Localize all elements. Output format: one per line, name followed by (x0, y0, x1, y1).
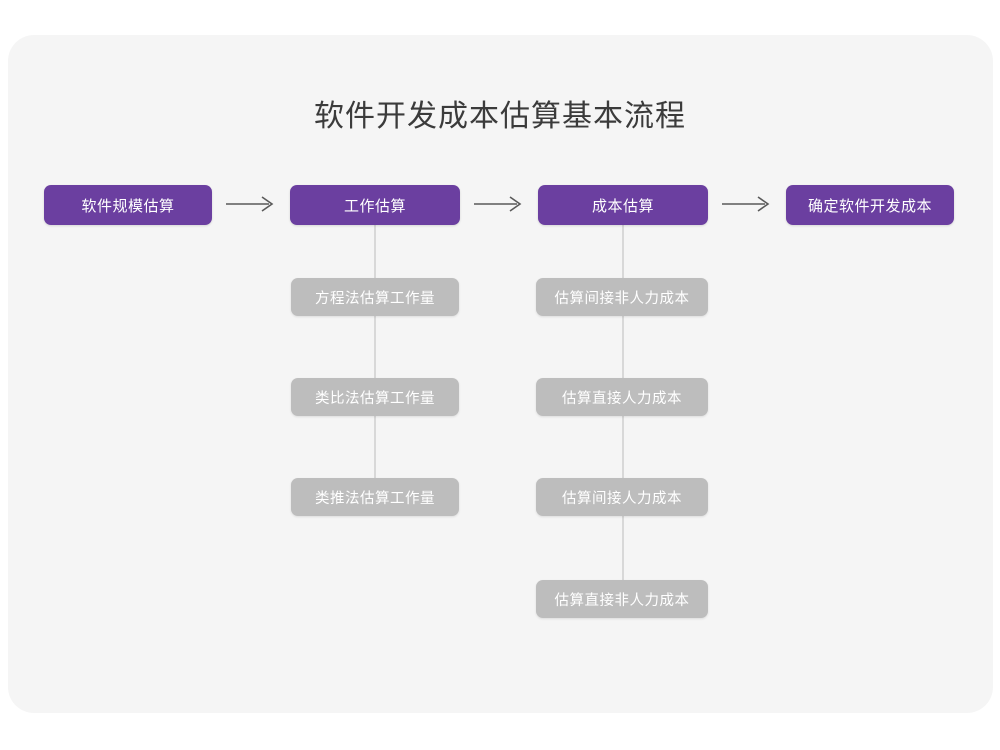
flow-substep-label: 类比法估算工作量 (315, 390, 435, 407)
flow-substep-label: 估算直接人力成本 (562, 390, 682, 407)
flow-step-label: 工作估算 (343, 197, 406, 215)
flow-substep-indirect-labor-cost[interactable]: 估算间接人力成本 (536, 478, 708, 516)
flow-step-label: 软件规模估算 (81, 197, 175, 215)
flow-substep-analogy-method-workload[interactable]: 类比法估算工作量 (291, 378, 459, 416)
connector-line-column-2 (374, 213, 376, 503)
page-title: 软件开发成本估算基本流程 (314, 100, 686, 133)
flow-substep-label: 估算间接人力成本 (562, 490, 682, 507)
arrow-right-icon-3 (720, 193, 774, 215)
flow-substep-direct-nonlabor-cost[interactable]: 估算直接非人力成本 (536, 580, 708, 618)
arrow-right-icon-2 (472, 193, 526, 215)
flow-substep-indirect-nonlabor-cost[interactable]: 估算间接非人力成本 (536, 278, 708, 316)
flow-step-software-size-estimation[interactable]: 软件规模估算 (44, 185, 212, 225)
flow-substep-equation-method-workload[interactable]: 方程法估算工作量 (291, 278, 459, 316)
flow-substep-inference-method-workload[interactable]: 类推法估算工作量 (291, 478, 459, 516)
flow-step-label: 确定软件开发成本 (807, 197, 932, 215)
flow-substep-label: 类推法估算工作量 (315, 490, 435, 507)
flow-step-determine-development-cost[interactable]: 确定软件开发成本 (786, 185, 954, 225)
flow-substep-label: 估算直接非人力成本 (554, 592, 690, 609)
flow-substep-label: 估算间接非人力成本 (554, 290, 690, 307)
flow-step-cost-estimation[interactable]: 成本估算 (538, 185, 708, 225)
flow-step-label: 成本估算 (591, 197, 654, 215)
diagram-card (8, 35, 993, 713)
flow-step-work-estimation[interactable]: 工作估算 (290, 185, 460, 225)
arrow-right-icon-1 (224, 193, 278, 215)
flow-substep-label: 方程法估算工作量 (315, 290, 435, 307)
flow-substep-direct-labor-cost[interactable]: 估算直接人力成本 (536, 378, 708, 416)
